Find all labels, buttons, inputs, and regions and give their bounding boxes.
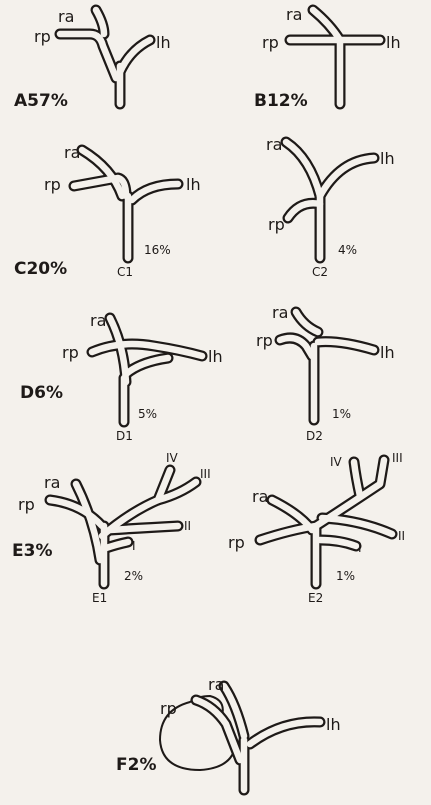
- label-rp: rp: [268, 215, 285, 234]
- panel-b-label: B12%: [254, 91, 308, 111]
- label-ra: ra: [252, 487, 268, 506]
- label-iv: IV: [166, 451, 179, 465]
- label-iii: III: [200, 467, 211, 481]
- label-pct: 5%: [138, 407, 157, 421]
- label-pct: 1%: [336, 569, 355, 583]
- label-ra: ra: [208, 675, 224, 694]
- label-pct: 4%: [338, 243, 357, 257]
- label-ra: ra: [272, 303, 288, 322]
- label-rp: rp: [262, 33, 279, 52]
- label-ii: II: [398, 529, 405, 543]
- label-lh: lh: [186, 175, 201, 194]
- panel-f-label: F2%: [116, 755, 156, 775]
- label-id: D1: [116, 429, 133, 443]
- label-pct: 2%: [124, 569, 143, 583]
- label-lh: lh: [156, 33, 171, 52]
- label-rp: rp: [34, 27, 51, 46]
- label-ra: ra: [58, 7, 74, 26]
- label-iv: IV: [330, 455, 343, 469]
- duct-ii-lumen: [110, 526, 178, 530]
- label-rp: rp: [256, 331, 273, 350]
- label-i: I: [358, 541, 362, 555]
- label-ra: ra: [44, 473, 60, 492]
- label-id: D2: [306, 429, 323, 443]
- panel-a-label: A57%: [14, 91, 68, 111]
- label-id: C1: [117, 265, 133, 279]
- label-rp: rp: [44, 175, 61, 194]
- label-rp: rp: [228, 533, 245, 552]
- label-i: I: [132, 539, 136, 553]
- label-ra: ra: [286, 5, 302, 24]
- label-rp: rp: [18, 495, 35, 514]
- label-ra: ra: [64, 143, 80, 162]
- label-ra: ra: [266, 135, 282, 154]
- label-ra: ra: [90, 311, 106, 330]
- label-id: C2: [312, 265, 328, 279]
- panel-c-label: C20%: [14, 259, 67, 279]
- label-rp: rp: [62, 343, 79, 362]
- label-rp: rp: [160, 699, 177, 718]
- panel-e-label: E3%: [12, 541, 52, 561]
- panel-d-label: D6%: [20, 383, 63, 403]
- label-pct: 16%: [144, 243, 171, 257]
- label-id: E1: [92, 591, 107, 605]
- label-lh: lh: [380, 149, 395, 168]
- label-lh: lh: [380, 343, 395, 362]
- label-id: E2: [308, 591, 323, 605]
- label-lh: lh: [208, 347, 223, 366]
- label-ii: II: [184, 519, 191, 533]
- label-iii: III: [392, 451, 403, 465]
- label-pct: 1%: [332, 407, 351, 421]
- label-lh: lh: [326, 715, 341, 734]
- label-lh: lh: [386, 33, 401, 52]
